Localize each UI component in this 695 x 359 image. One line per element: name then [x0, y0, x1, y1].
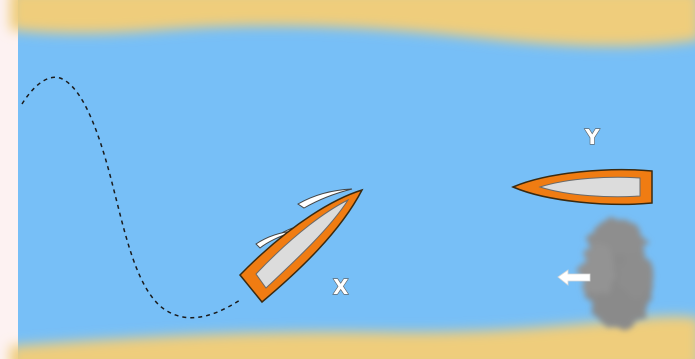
boat-x-label: X [333, 275, 349, 299]
boat-y-label: Y [584, 125, 600, 149]
